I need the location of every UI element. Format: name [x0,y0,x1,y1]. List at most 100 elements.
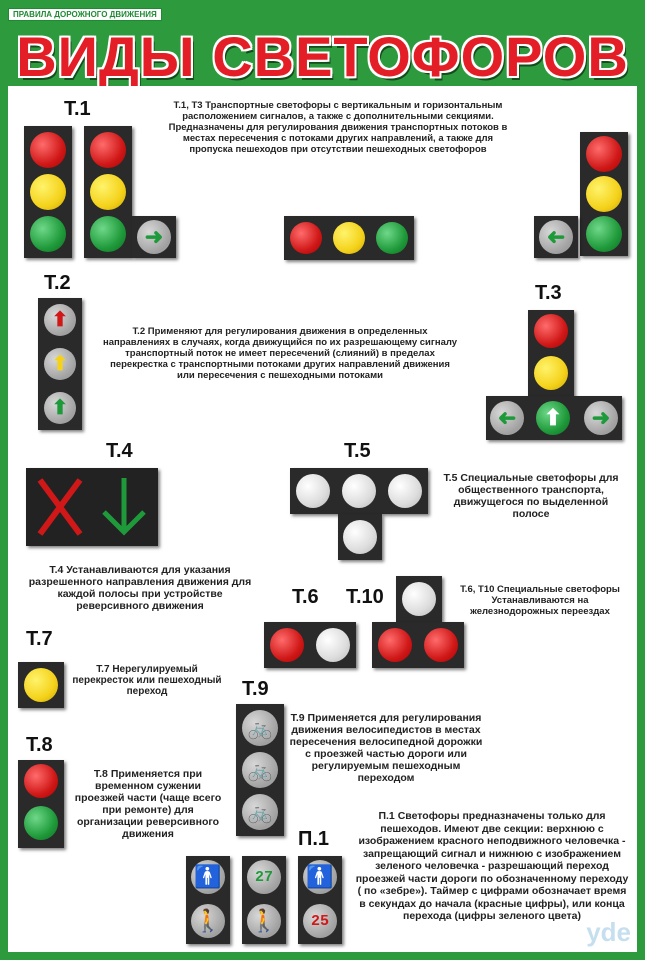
label-t10: Т.10 [346,586,384,608]
text-p1: П.1 Светофоры предназначены только для п… [354,810,630,923]
yellow-lamp [24,668,58,702]
label-t6: Т.6 [292,586,319,608]
white-lamp [342,474,376,508]
text-t2: Т.2 Применяют для регулирования движения… [100,326,460,381]
red-cross-icon [37,478,83,536]
text-t4: Т.4 Устанавливаются для указания разреше… [20,564,260,612]
arrow-up-icon: ⬆ [51,309,69,331]
text-t4-title: Т.4 [49,564,64,576]
text-t2-title: Т.2 [132,326,146,337]
red-lamp [290,222,322,254]
signal-t3-arrows: ➜ ⬆ ➜ [486,396,622,440]
label-t1: Т.1 [64,98,91,120]
text-t6-title: Т.6, Т10 [460,584,495,595]
text-t7: Т.7 Нерегулируемый перекресток или пешех… [72,664,222,697]
green-arrow-lamp: ⬆ [536,401,570,435]
label-t7: Т.7 [26,628,53,650]
arrow-lamp: ➜ [490,401,524,435]
signal-t1-horizontal [284,216,414,260]
signal-t10 [372,622,464,668]
standing-person-icon: 🚹 [194,864,222,889]
yellow-lamp [534,356,568,390]
walking-person-icon: 🚶 [250,908,278,933]
bicycle-icon: 🚲 [247,802,273,824]
red-arrow-lamp: ⬆ [44,304,76,336]
bicycle-icon: 🚲 [247,760,273,782]
green-down-arrow-icon [102,478,146,536]
content-panel: Т.1 ➜ Т.1, Т3 Транспортные светофоры с в… [8,86,637,952]
arrow-left-icon: ➜ [497,405,517,430]
text-t8-title: Т.8 [93,768,108,780]
text-t6-t10: Т.6, Т10 Специальные светофоры Устанавли… [448,584,632,617]
signal-t7 [18,662,64,708]
yellow-bicycle-lamp: 🚲 [242,752,278,788]
timer-green-digits: 27 [254,869,273,886]
t4-signs [37,478,146,536]
label-p1: П.1 [298,828,330,850]
arrow-right-icon: ➜ [144,224,164,249]
signal-t4 [26,468,158,546]
signal-t1-right-vertical [580,132,628,256]
white-lamp [343,520,377,554]
text-p1-title: П.1 [378,810,395,822]
green-lamp [24,806,58,840]
signal-p1-left: 🚹 🚶 [186,856,230,944]
signal-p1-middle: 27 🚶 [242,856,286,944]
red-lamp [24,764,58,798]
text-t5: Т.5 Специальные светофоры для общественн… [436,472,626,520]
white-lamp [402,582,436,616]
white-lamp [296,474,330,508]
label-t2: Т.2 [44,272,71,294]
text-t7-title: Т.7 [96,664,110,675]
red-bicycle-lamp: 🚲 [242,710,278,746]
red-lamp [270,628,304,662]
signal-t1-left-arrow-section: ➜ [534,216,578,258]
watermark-logo: yde [586,917,631,947]
arrow-up-icon: ⬆ [543,405,563,430]
yellow-lamp [30,174,66,210]
text-t1-t3-body: Транспортные светофоры с вертикальным и … [168,100,508,155]
signal-t1-left [24,126,72,258]
text-p1-body: Светофоры предназначены только для пешех… [355,810,629,922]
arrow-lamp: ➜ [137,220,171,254]
green-lamp [376,222,408,254]
text-t2-body: Применяют для регулирования движения в о… [102,326,458,381]
white-lamp [388,474,422,508]
yellow-lamp [90,174,126,210]
arrow-up-icon: ⬆ [51,353,69,375]
arrow-lamp: ➜ [539,220,573,254]
text-t1-t3-title: Т.1, Т3 [173,100,203,111]
green-pedestrian-lamp: 🚶 [191,904,225,938]
text-t1-t3: Т.1, Т3 Транспортные светофоры с вертика… [168,100,508,155]
red-timer-lamp: 25 [303,904,337,938]
text-t6-body: Специальные светофоры Устанавливаются на… [470,584,620,617]
arrow-up-icon: ⬆ [51,397,69,419]
label-t9: Т.9 [242,678,269,700]
text-t5-title: Т.5 [443,472,458,484]
bicycle-icon: 🚲 [247,718,273,740]
label-t4: Т.4 [106,440,133,462]
signal-t9: 🚲 🚲 🚲 [236,704,284,836]
walking-person-icon: 🚶 [194,908,222,933]
signal-t3 [528,310,574,398]
green-arrow-lamp: ⬆ [44,392,76,424]
label-t3: Т.3 [535,282,562,304]
red-lamp [424,628,458,662]
text-t9-body: Применяется для регулирования движения в… [289,712,483,784]
label-t8: Т.8 [26,734,53,756]
arrow-left-icon: ➜ [546,224,566,249]
signal-t8 [18,760,64,848]
arrow-lamp: ➜ [584,401,618,435]
text-t5-body: Специальные светофоры для общественного … [453,472,619,520]
series-label: ПРАВИЛА ДОРОЖНОГО ДВИЖЕНИЯ [8,8,162,21]
red-pedestrian-lamp: 🚹 [303,860,337,894]
signal-t1-right [84,126,132,258]
standing-person-icon: 🚹 [306,864,334,889]
signal-t10-top [396,576,442,622]
red-pedestrian-lamp: 🚹 [191,860,225,894]
yellow-lamp [333,222,365,254]
text-t4-body: Устанавливаются для указания разрешенног… [28,564,252,612]
red-lamp [378,628,412,662]
green-pedestrian-lamp: 🚶 [247,904,281,938]
green-lamp [586,216,622,252]
